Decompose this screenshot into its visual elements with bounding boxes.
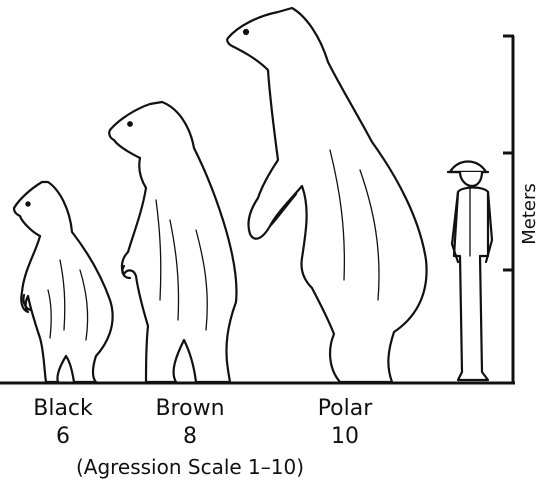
brown-bear-drawing — [109, 102, 236, 382]
black-bear-label: Black — [28, 396, 98, 422]
man-height-reference — [448, 162, 492, 381]
brown-bear-label: Brown — [145, 396, 235, 422]
brown-bear-score: 8 — [145, 424, 235, 450]
meters-scale — [503, 36, 514, 384]
black-bear-drawing — [14, 182, 113, 382]
polar-bear-label: Polar — [300, 396, 390, 422]
polar-bear-drawing — [227, 8, 426, 382]
polar-bear-score: 10 — [300, 424, 390, 450]
aggression-scale-caption: (Agression Scale 1–10) — [40, 454, 340, 480]
black-bear-score: 6 — [28, 424, 98, 450]
meters-axis-label: Meters — [519, 179, 542, 249]
